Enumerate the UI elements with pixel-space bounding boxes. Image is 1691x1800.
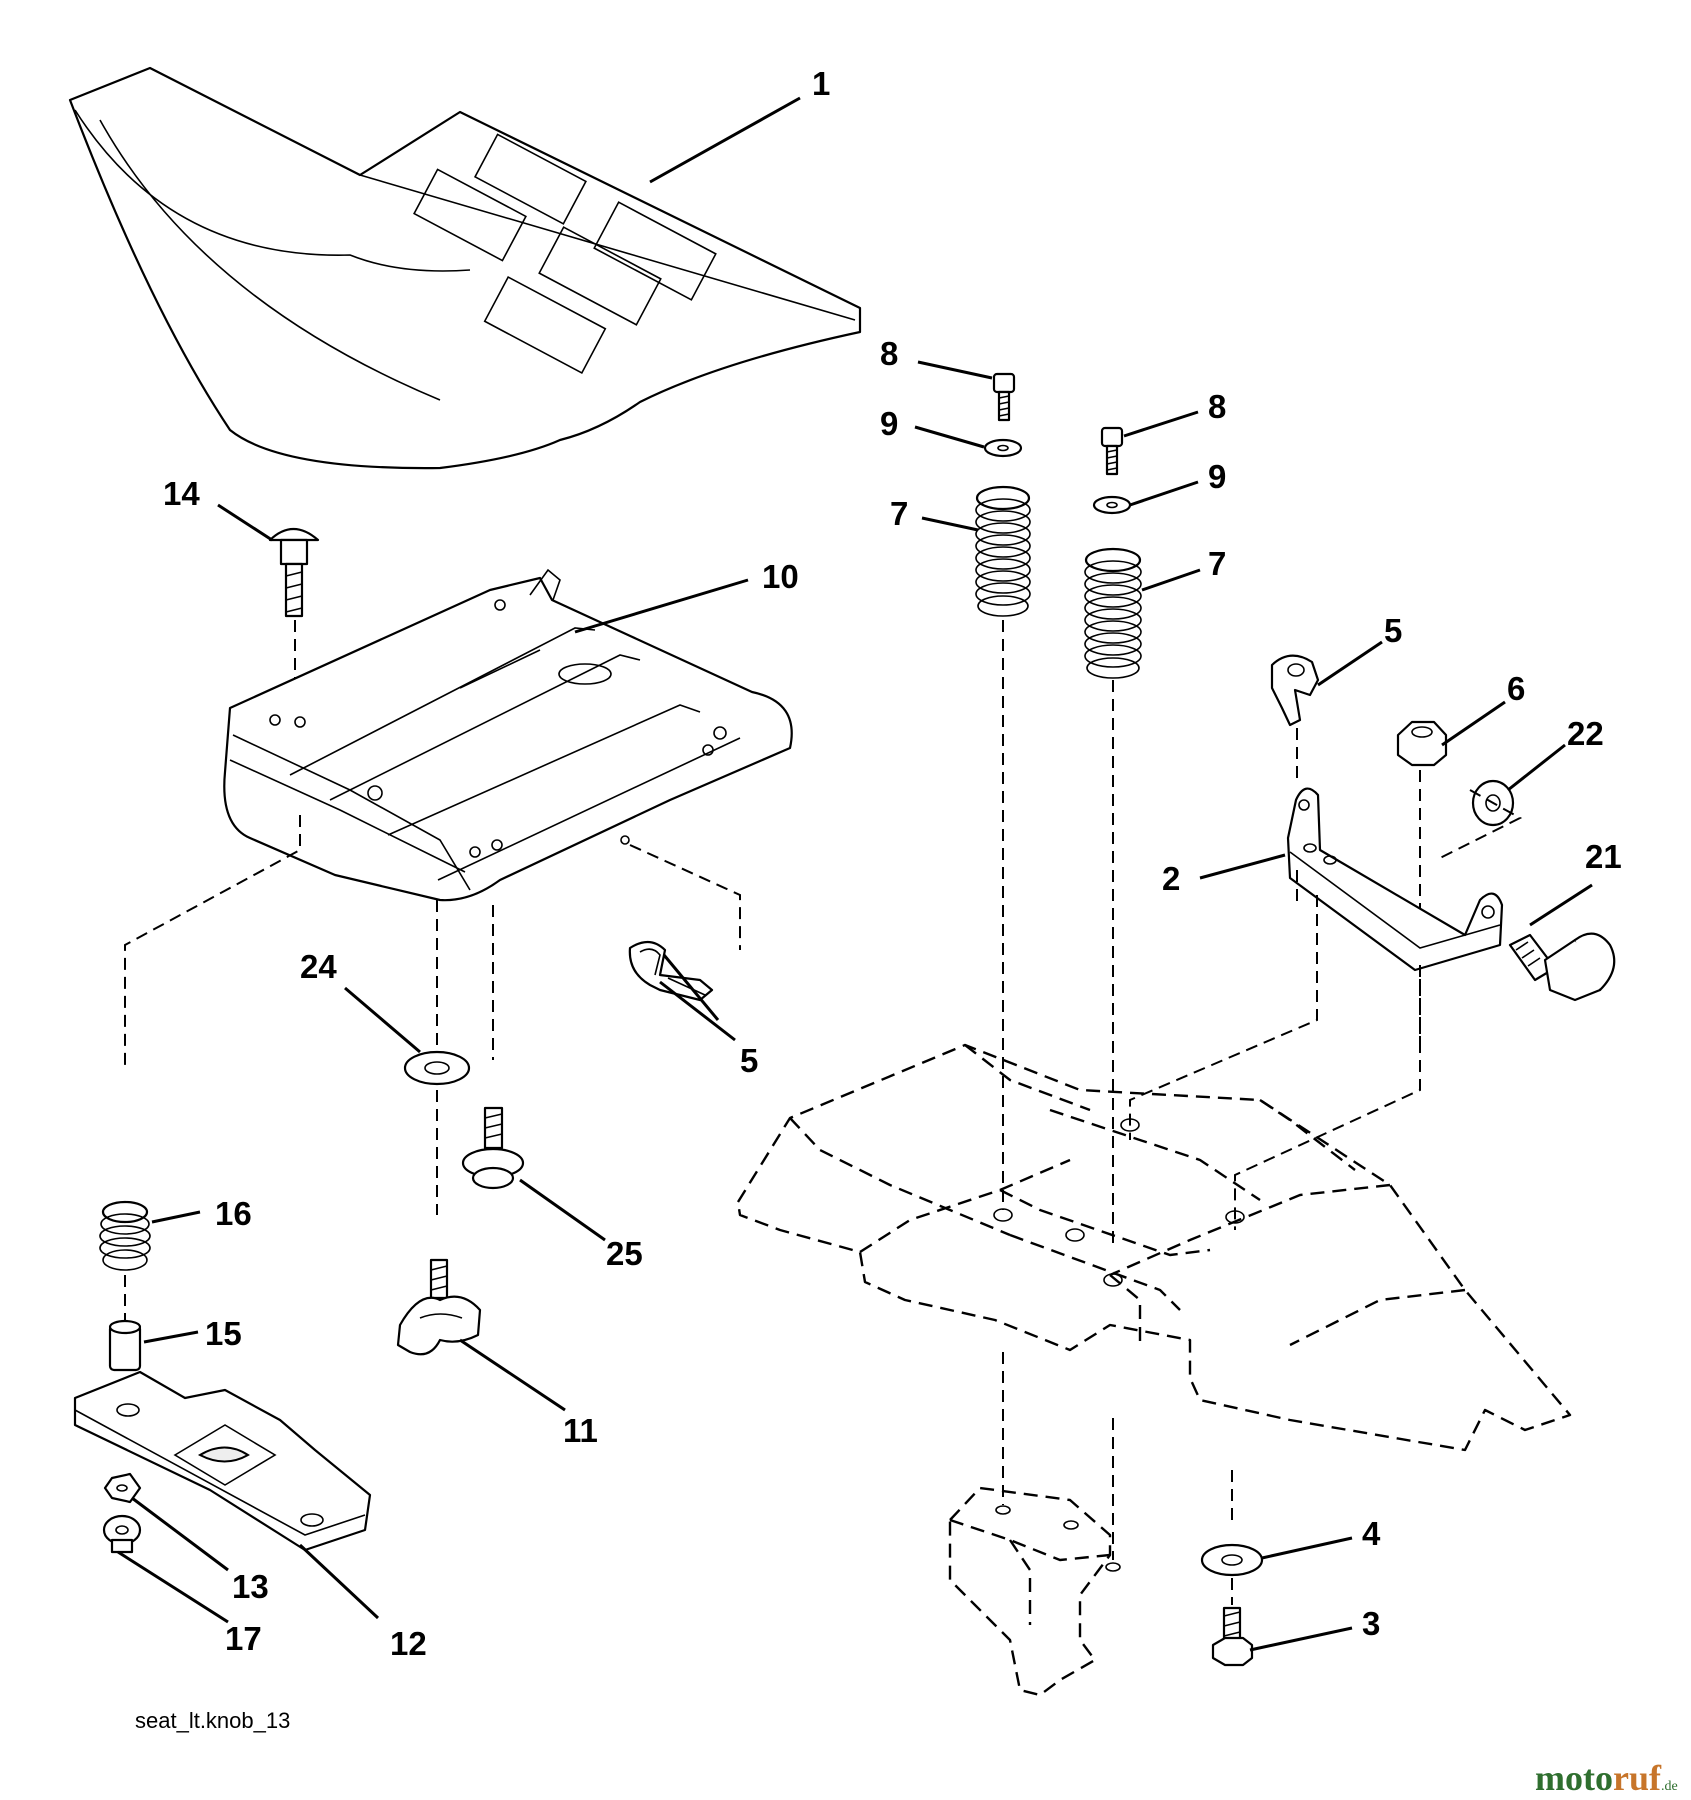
watermark-part1: moto: [1535, 1758, 1613, 1798]
seat-pan: [223, 568, 793, 902]
callout-5: 5: [740, 1042, 758, 1079]
callout-8b: 8: [1208, 388, 1226, 425]
callout-2: 2: [1162, 860, 1180, 897]
washer-center: [983, 438, 1023, 458]
callout-labels: 1 14 10 8 9 7 8 9 7 5 6 22 2 21 24 5 25 …: [163, 65, 1622, 1662]
watermark-part2: ruf: [1613, 1758, 1662, 1798]
callout-12: 12: [390, 1625, 427, 1662]
callout-15: 15: [205, 1315, 242, 1352]
callout-7b: 7: [1208, 545, 1226, 582]
callout-6: 6: [1507, 670, 1525, 707]
bolt-center: [992, 372, 1016, 422]
seat-clip-left: [628, 940, 714, 1002]
diagram-caption: seat_lt.knob_13: [135, 1708, 290, 1733]
compression-spring: [99, 1200, 151, 1271]
nut-small: [103, 1472, 142, 1504]
carriage-bolt: [268, 527, 320, 618]
slide-plate: [73, 1370, 372, 1552]
callout-13: 13: [232, 1568, 269, 1605]
callout-24: 24: [300, 948, 337, 985]
callout-4: 4: [1362, 1515, 1381, 1552]
washer-bottom: [1200, 1543, 1264, 1577]
mounting-bracket: [1286, 787, 1504, 972]
spring-center: [975, 485, 1031, 617]
callout-5b: 5: [1384, 612, 1402, 649]
hex-nut: [1396, 720, 1448, 767]
shoulder-bolt: [461, 1106, 525, 1190]
callout-16: 16: [215, 1195, 252, 1232]
callout-1: 1: [812, 65, 830, 102]
callout-14: 14: [163, 475, 200, 512]
seat-cushion: [68, 66, 862, 470]
callout-9b: 9: [1208, 458, 1226, 495]
washer-right: [1092, 495, 1132, 515]
bolt-right: [1100, 426, 1124, 476]
callout-7: 7: [890, 495, 908, 532]
washer-large: [403, 1050, 471, 1086]
shoulder-bolt-right: [1508, 932, 1616, 1002]
tractor-frame-phantom: [736, 1043, 1572, 1452]
callout-8: 8: [880, 335, 898, 372]
lock-nut: [102, 1514, 142, 1554]
hex-bolt-bottom: [1211, 1606, 1254, 1667]
callout-17: 17: [225, 1620, 262, 1657]
spacer: [108, 1319, 142, 1372]
watermark-suffix: .de: [1661, 1779, 1678, 1794]
watermark-logo: motoruf.de: [1535, 1758, 1678, 1798]
spring-right: [1084, 547, 1142, 679]
svg-text:motoruf.de: motoruf.de: [1535, 1758, 1678, 1798]
seat-knob: [396, 1258, 482, 1356]
callout-11: 11: [563, 1412, 598, 1449]
callout-9: 9: [880, 405, 898, 442]
callout-3: 3: [1362, 1605, 1380, 1642]
callout-22: 22: [1567, 715, 1604, 752]
callout-25: 25: [606, 1235, 643, 1272]
frame-bracket-phantom: [948, 1486, 1121, 1697]
callout-21: 21: [1585, 838, 1622, 875]
seat-clip-right: [1270, 654, 1320, 727]
callout-10: 10: [762, 558, 799, 595]
